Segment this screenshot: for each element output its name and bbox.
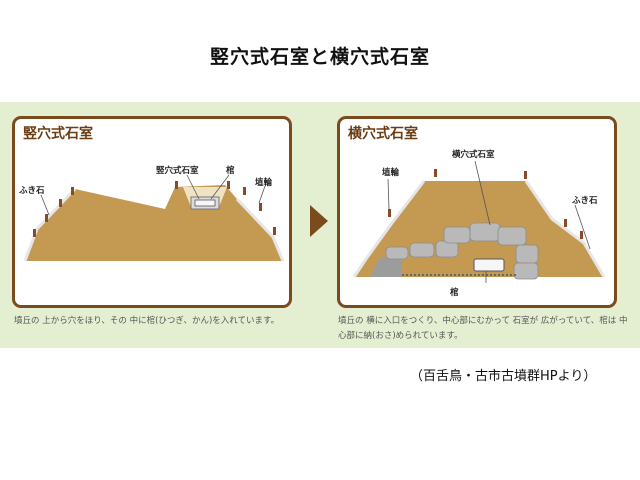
source-note: （百舌鳥・古市古墳群HPより） (410, 369, 597, 384)
haniwa (59, 199, 62, 207)
haniwa (434, 169, 437, 177)
chamber-stones (385, 222, 539, 280)
panel-horizontal-chamber: 横穴式石室 埴輪 (337, 116, 617, 308)
fukiishi-left (23, 187, 77, 262)
haniwa (33, 229, 36, 237)
label-chamber: 竪穴式石室 (156, 165, 199, 176)
label-haniwa: 埴輪 (255, 177, 273, 188)
haniwa (45, 214, 48, 222)
fukiishi-right (524, 180, 606, 278)
caption-right: 墳丘の 横に入口をつくり、中心部にむかって 石室が 広がっていて、棺は 中心部に… (338, 316, 628, 341)
haniwa (227, 181, 230, 189)
label-fukiishi: ふき石 (572, 196, 598, 206)
panel-vertical-chamber: 竪穴式石室 竪穴式石室 棺 埴輪 ふき石 (12, 116, 292, 308)
fukiishi-left (352, 180, 426, 278)
panel-title: 横穴式石室 (348, 126, 418, 142)
mound (25, 185, 283, 261)
horizontal-chamber-diagram: 埴輪 横穴式石室 ふき石 棺 (352, 149, 606, 298)
entrance-stones (370, 257, 402, 277)
label-coffin: 棺 (226, 165, 235, 176)
coffin (473, 258, 505, 272)
label-fukiishi: ふき石 (19, 186, 45, 196)
haniwa (243, 187, 246, 195)
haniwa (564, 219, 567, 227)
haniwa (388, 209, 391, 217)
haniwa (273, 227, 276, 235)
page-title: 竪穴式石室と横穴式石室 (209, 46, 430, 68)
haniwa (259, 203, 262, 211)
haniwa (175, 181, 178, 189)
haniwa (71, 187, 74, 195)
label-haniwa: 埴輪 (382, 167, 400, 178)
haniwa (580, 231, 583, 239)
label-chamber: 横穴式石室 (451, 149, 495, 160)
arrow-right-icon (310, 205, 328, 237)
caption-left: 墳丘の 上から穴をほり、その 中に棺(ひつぎ、かん)を入れています。 (14, 316, 280, 326)
vertical-chamber-diagram: 竪穴式石室 棺 埴輪 ふき石 (19, 165, 285, 262)
coffin (194, 199, 216, 207)
haniwa (524, 171, 527, 179)
fukiishi-right (235, 197, 285, 262)
label-coffin: 棺 (450, 287, 459, 298)
panel-title: 竪穴式石室 (23, 126, 93, 142)
